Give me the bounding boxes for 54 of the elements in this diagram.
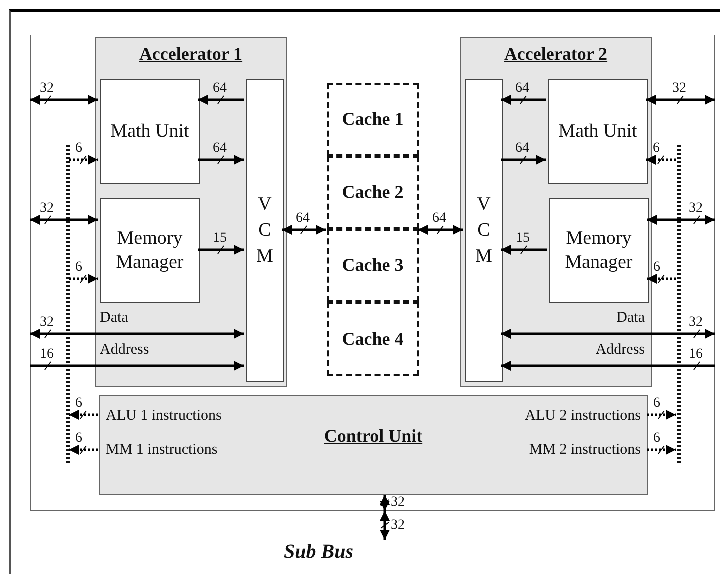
bus-width-label: 6: [654, 397, 660, 411]
accelerator-panel: [460, 37, 652, 387]
signal-label: Address: [100, 343, 150, 357]
bus-width-label: 32: [40, 316, 54, 330]
bus-width-label: 64: [432, 212, 446, 226]
bus-frame: [30, 35, 715, 511]
cache-box: Cache 4: [327, 302, 419, 376]
vcm-box: V C M: [465, 79, 503, 382]
unit-box: Memory Manager: [549, 198, 649, 303]
unit-box: Math Unit: [548, 79, 648, 184]
bus-width-label: 6: [653, 142, 660, 156]
control-unit-panel: [99, 395, 648, 495]
instruction-bus-line: [677, 145, 681, 463]
instruction-bus-line: [66, 145, 70, 463]
bus-width-label: 32: [40, 202, 54, 216]
signal-label: Data: [100, 311, 128, 325]
bus-label: Sub Bus: [284, 540, 392, 564]
bus-width-label: 64: [213, 142, 227, 156]
bus-width-label: 6: [76, 142, 82, 156]
instruction-label: ALU 2 instructions: [525, 408, 641, 425]
cache-box: Cache 2: [327, 156, 419, 229]
bus-width-label: 32: [672, 82, 686, 96]
bus-width-label: 6: [654, 261, 660, 275]
panel-title: Accelerator 1: [138, 44, 244, 65]
bus-width-label: 15: [213, 232, 227, 246]
cache-box: Cache 1: [327, 83, 419, 156]
signal-label: Data: [616, 311, 645, 325]
vcm-box: V C M: [246, 79, 284, 382]
accelerator-panel: [95, 37, 287, 387]
bus-width-label: 6: [76, 261, 82, 275]
bus-width-label: 64: [516, 82, 530, 96]
signal-label: Address: [596, 343, 645, 357]
cache-box: Cache 3: [327, 229, 419, 302]
unit-box: Math Unit: [100, 79, 200, 184]
panel-title: Accelerator 2: [503, 44, 609, 65]
bus-width-label: 15: [516, 232, 530, 246]
bus-width-label: 6: [76, 397, 82, 411]
bus-width-label: 32: [689, 316, 703, 330]
bus-width-label: 16: [689, 348, 703, 362]
bus-width-label: 32: [391, 518, 405, 532]
bus-width-label: 64: [296, 212, 310, 226]
bus-width-label: 32: [40, 82, 54, 96]
bus-width-label: 6: [76, 432, 82, 446]
instruction-label: MM 2 instructions: [529, 442, 641, 459]
bus-width-label: 32: [391, 496, 405, 510]
instruction-label: ALU 1 instructions: [106, 408, 222, 425]
unit-box: Memory Manager: [100, 198, 200, 303]
instruction-label: MM 1 instructions: [106, 442, 218, 459]
panel-title: Control Unit: [323, 426, 424, 447]
bus-width-label: 64: [213, 82, 227, 96]
bus-width-label: 16: [40, 348, 54, 362]
bus-width-label: 64: [516, 142, 530, 156]
bus-width-label: 32: [689, 202, 703, 216]
bus-width-label: 6: [654, 432, 660, 446]
